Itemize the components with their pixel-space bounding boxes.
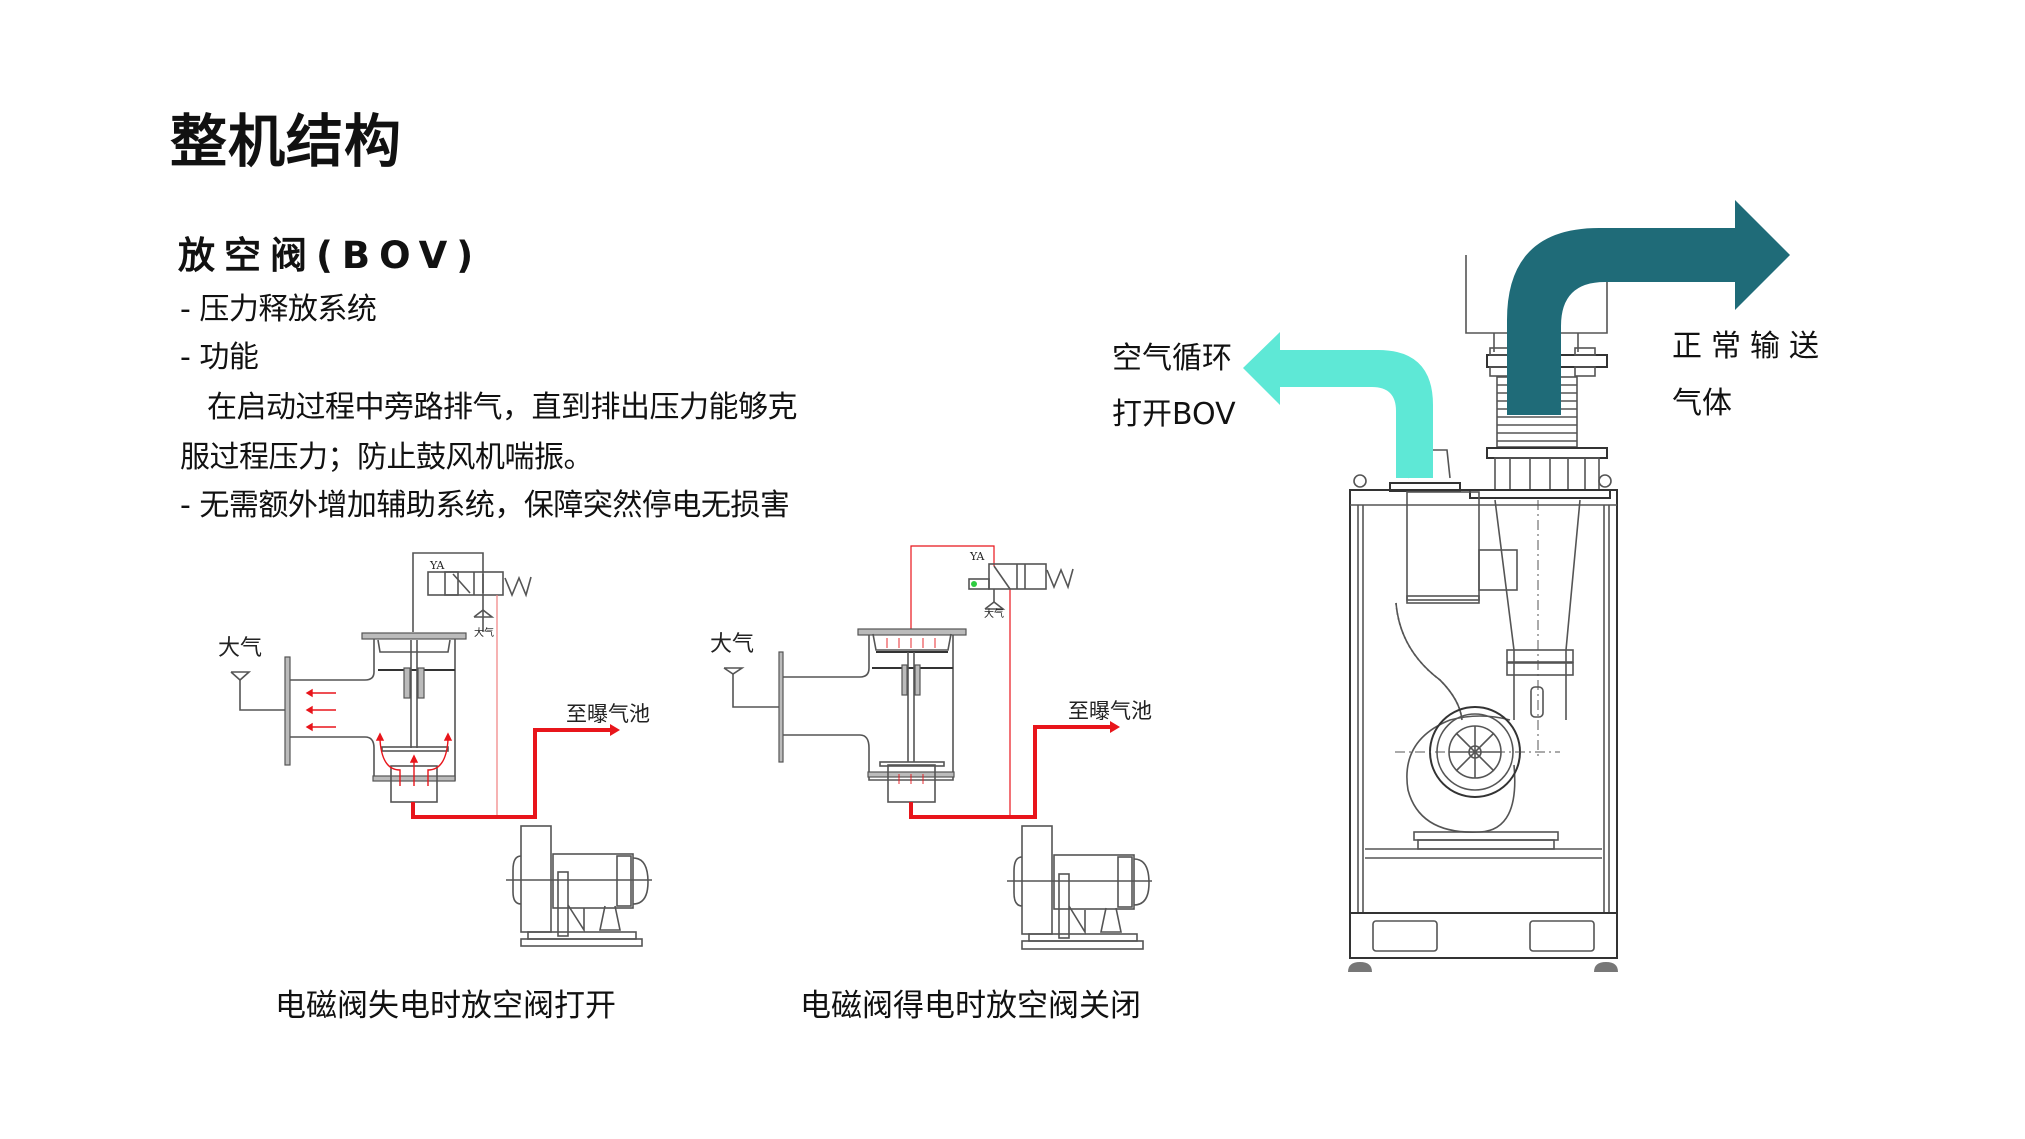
bov-valve-body xyxy=(284,632,467,803)
bullet-function: - 功能 xyxy=(180,340,259,375)
function-description-line-1: 在启动过程中旁路排气，直到排出压力能够克 xyxy=(207,390,798,425)
blower-motor-icon xyxy=(506,825,652,947)
bov-flow-arrow xyxy=(1243,332,1433,478)
bullet-pressure-release: - 压力释放系统 xyxy=(180,292,377,327)
bov-flow-label-line-1: 空气循环 xyxy=(1112,341,1232,376)
diagram-valve-open: YA 大气 大气 xyxy=(218,552,652,947)
bov-flow-label-line-2: 打开BOV xyxy=(1112,397,1236,432)
leveling-foot-left xyxy=(1348,962,1372,972)
solenoid-label: YA xyxy=(969,550,985,563)
machine-drawing xyxy=(1243,200,1790,972)
machine-frame xyxy=(1348,474,1618,972)
outlet-flow-line xyxy=(909,725,1110,819)
leveling-foot-right xyxy=(1594,962,1618,972)
normal-flow-arrow xyxy=(1507,200,1790,415)
atmosphere-label: 大气 xyxy=(218,636,262,661)
bov-valve-body xyxy=(778,628,967,803)
normal-flow-label-line-2: 气体 xyxy=(1672,386,1732,421)
outlet-label: 至曝气池 xyxy=(1068,699,1152,723)
exhaust-label: 大气 xyxy=(474,626,494,639)
outlet-label: 至曝气池 xyxy=(566,702,650,726)
control-line xyxy=(910,545,995,630)
diagram-valve-closed: YA 大气 大气 xyxy=(710,545,1152,950)
outlet-flow-line xyxy=(411,728,610,819)
energized-indicator xyxy=(971,581,977,587)
page-title: 整机结构 xyxy=(170,109,402,175)
atmosphere-label: 大气 xyxy=(710,632,754,657)
blower-volute-icon xyxy=(1395,706,1560,850)
normal-flow-label-line-1: 正常输送 xyxy=(1672,329,1828,364)
function-description-line-2: 服过程压力；防止鼓风机喘振。 xyxy=(180,440,594,475)
bullet-no-extra-system: - 无需额外增加辅助系统，保障突然停电无损害 xyxy=(180,488,790,523)
exhaust-label: 大气 xyxy=(984,607,1004,620)
caption-valve-open: 电磁阀失电时放空阀打开 xyxy=(275,988,616,1024)
blower-motor-icon xyxy=(1007,825,1152,950)
caption-valve-closed: 电磁阀得电时放空阀关闭 xyxy=(800,988,1141,1024)
solenoid-label: YA xyxy=(429,559,445,572)
control-line xyxy=(412,552,484,632)
solenoid-valve-icon: YA 大气 xyxy=(968,550,1074,620)
solenoid-valve-icon: YA 大气 xyxy=(427,559,532,639)
section-heading: 放空阀(BOV) xyxy=(178,234,483,277)
